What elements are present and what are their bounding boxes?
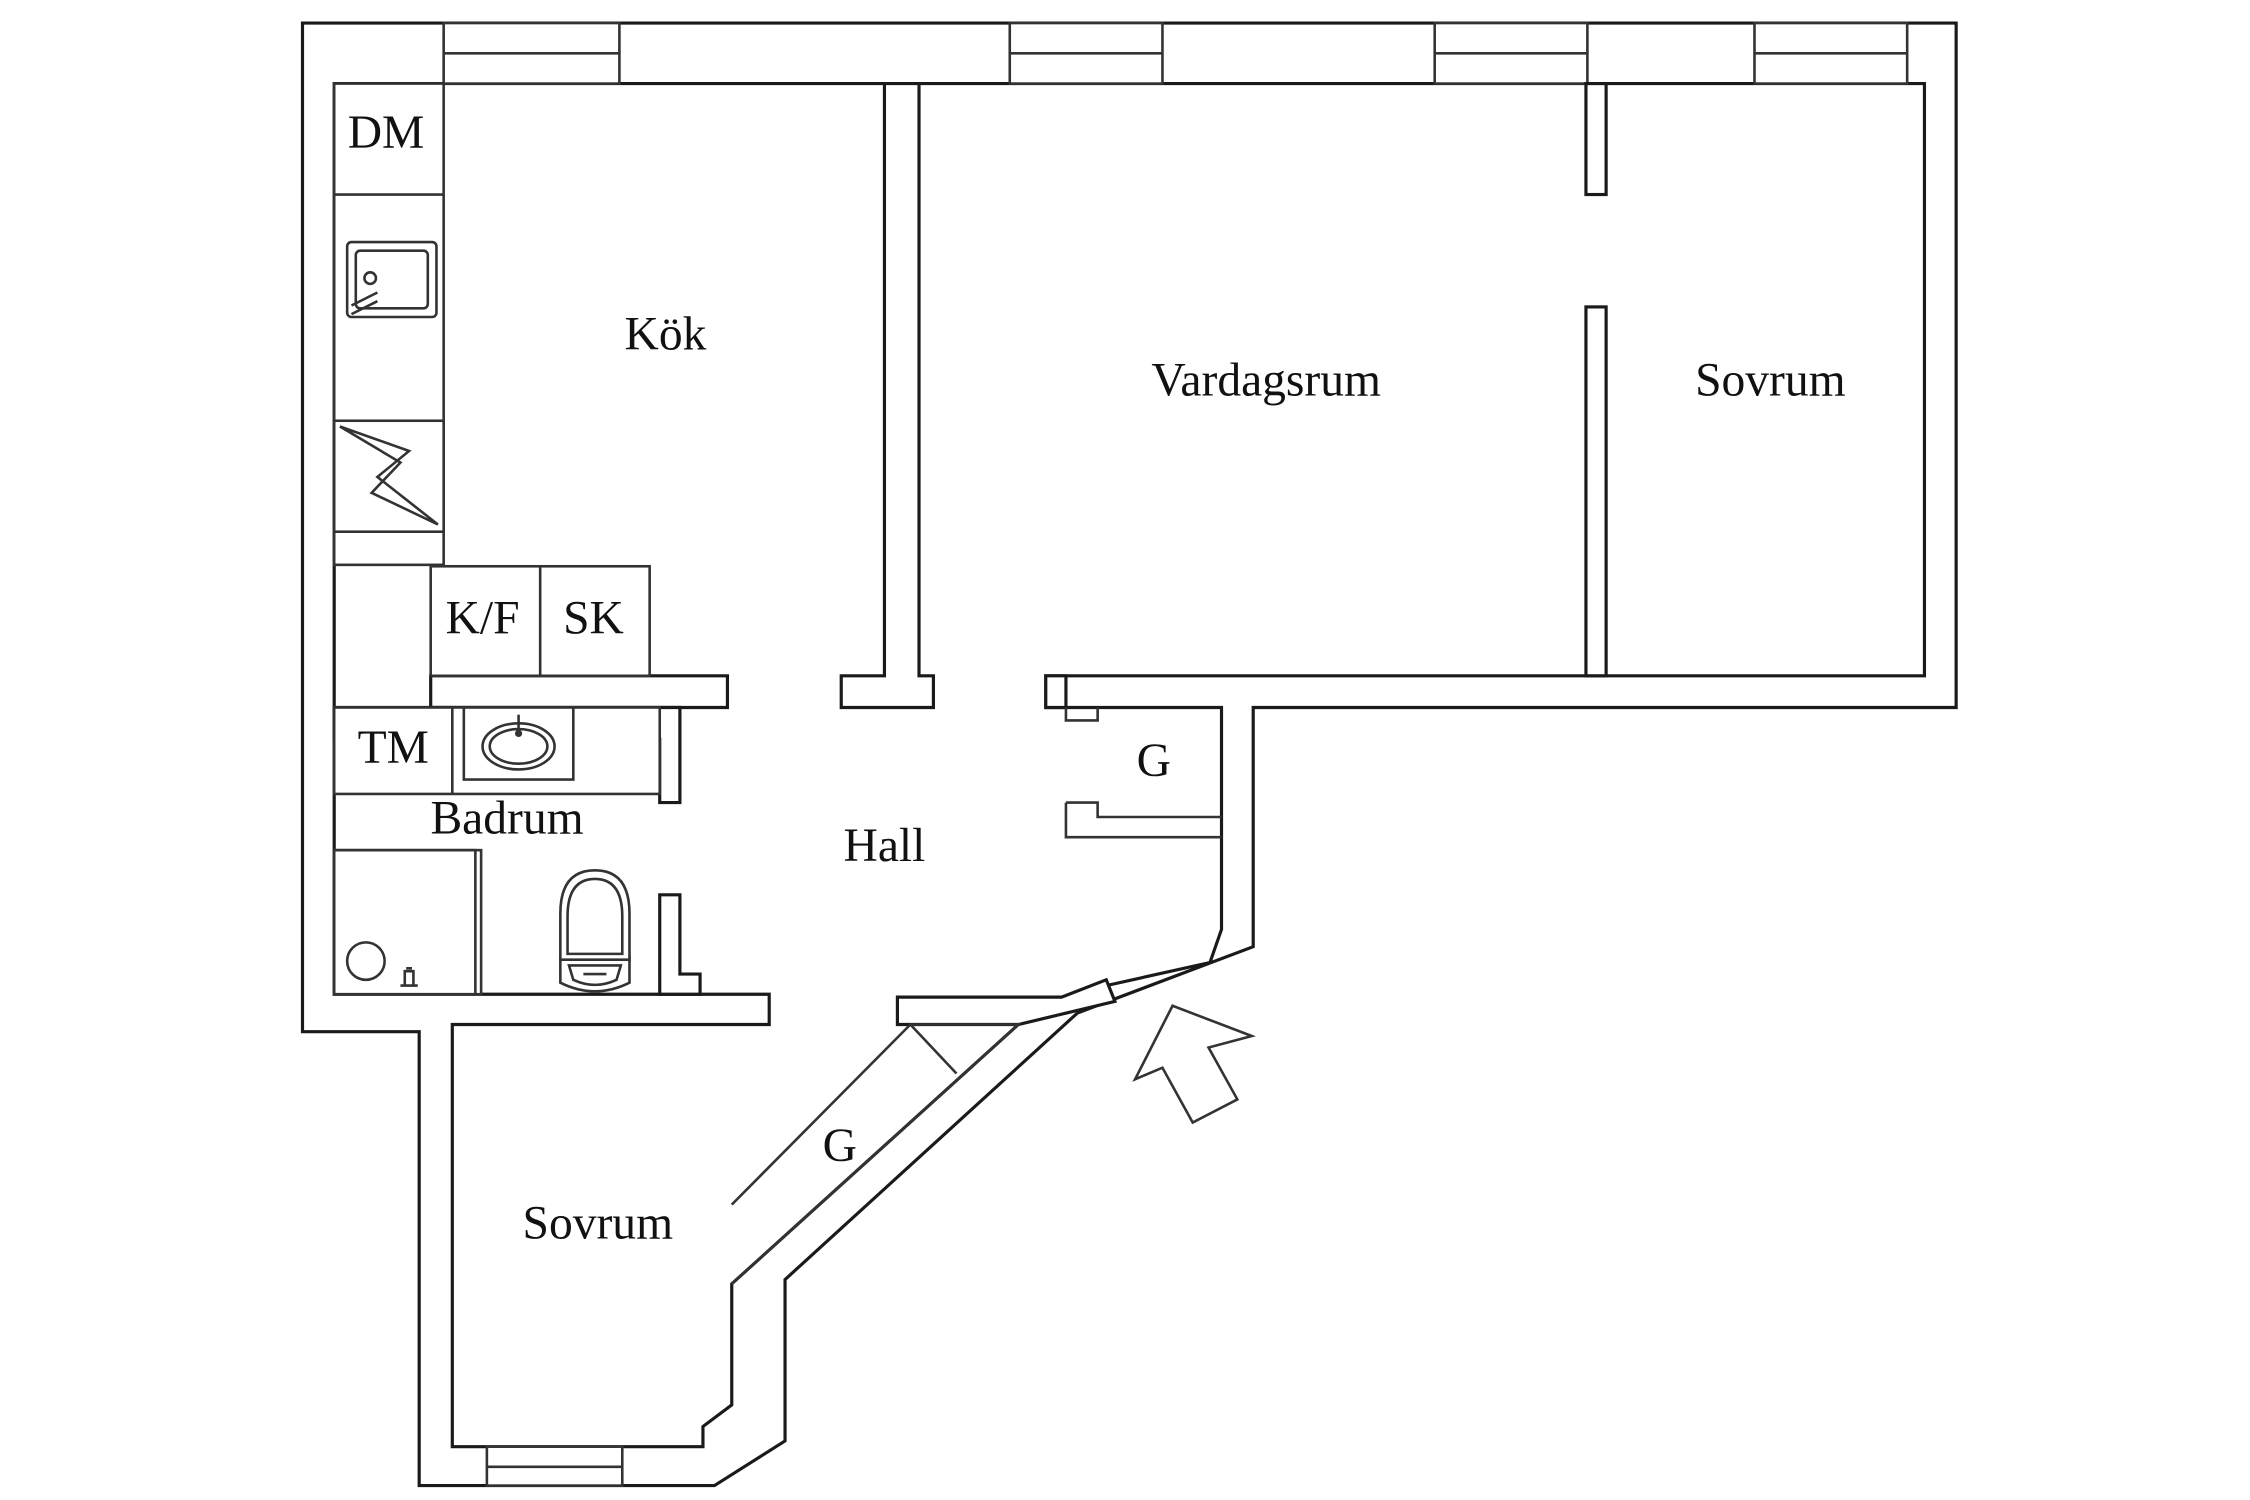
wall-living-bedroom-lower bbox=[1584, 305, 1608, 678]
label-kitchen: Kök bbox=[625, 309, 707, 361]
wall-kitchen-living bbox=[839, 81, 936, 710]
label-hall: Hall bbox=[844, 820, 926, 872]
fridge-cabinet-block bbox=[429, 564, 651, 678]
kitchen-sink-icon bbox=[345, 240, 438, 319]
washbasin-icon bbox=[462, 706, 575, 781]
wall-bathroom-lower bbox=[658, 893, 702, 996]
label-closet-hall: G bbox=[1137, 735, 1171, 787]
wall-closet-hall bbox=[1044, 674, 1068, 710]
window-living-left bbox=[1008, 21, 1164, 85]
entrance-arrow-icon bbox=[1132, 1004, 1256, 1125]
window-bedroom-south bbox=[485, 1445, 624, 1487]
label-bathroom: Badrum bbox=[430, 793, 583, 845]
window-kitchen bbox=[442, 21, 621, 85]
label-fridge-freezer: K/F bbox=[446, 592, 520, 644]
window-bedroom-east bbox=[1753, 21, 1909, 85]
toilet-icon bbox=[559, 869, 631, 993]
wall-kitchen-hall bbox=[429, 674, 730, 710]
appliance-labels: DM K/F SK TM bbox=[348, 107, 624, 774]
label-closet-diagonal: G bbox=[823, 1120, 857, 1172]
shower-icon bbox=[332, 848, 483, 996]
closet-diagonal bbox=[730, 1023, 1022, 1285]
windows bbox=[442, 21, 1909, 1487]
window-living-right bbox=[1433, 21, 1589, 85]
wall-living-bedroom-upper bbox=[1584, 81, 1608, 197]
room-labels: Kök Vardagsrum Sovrum Hall Badrum Sovrum… bbox=[430, 309, 1845, 1250]
wall-hall-entrance bbox=[895, 977, 1118, 1027]
label-bedroom-south: Sovrum bbox=[523, 1198, 674, 1250]
stove-icon bbox=[332, 419, 445, 533]
label-bedroom-east: Sovrum bbox=[1695, 355, 1846, 407]
label-cabinet: SK bbox=[563, 592, 624, 644]
label-living-room: Vardagsrum bbox=[1151, 355, 1381, 407]
label-washing-machine: TM bbox=[358, 722, 429, 774]
closet-hall-walls bbox=[1064, 707, 1222, 839]
label-dishwasher: DM bbox=[348, 107, 425, 159]
interior-walls bbox=[332, 81, 1608, 1027]
